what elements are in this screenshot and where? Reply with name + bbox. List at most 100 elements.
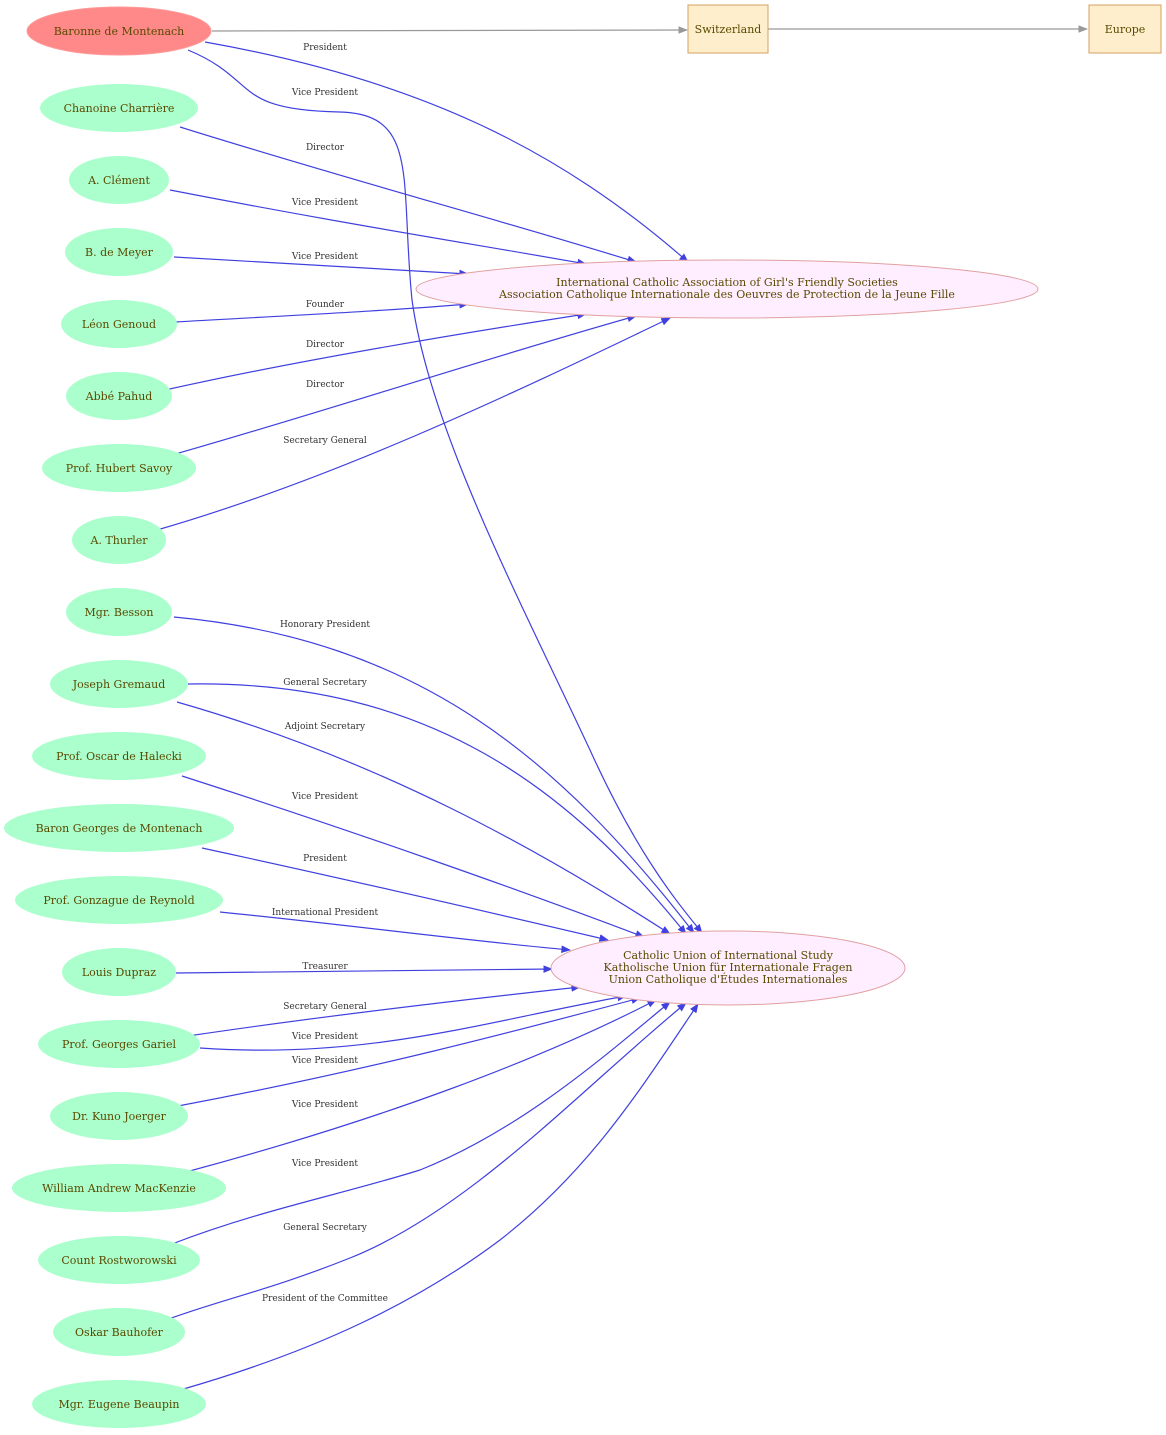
org-label-line: Katholische Union für Internationale Fra… [604, 961, 853, 974]
edge-label: Vice President [291, 1159, 359, 1169]
edge-label: Adjoint Secretary [284, 722, 366, 732]
edge-label: Treasurer [302, 962, 348, 972]
edge-label: Vice President [291, 88, 359, 98]
edge-label: Director [306, 380, 345, 390]
edge-joerger-vice-president [177, 996, 641, 1107]
person-label: B. de Meyer [85, 246, 154, 259]
person-label: Abbé Pahud [85, 390, 153, 403]
edge-dupraz-treasurer [175, 965, 553, 974]
person-label: Léon Genoud [82, 318, 156, 331]
edge-label: President [303, 43, 347, 53]
edge-thurler-secretary [156, 317, 671, 531]
edge-label: General Secretary [283, 1223, 367, 1233]
org-label-line: Association Catholique Internationale de… [498, 288, 955, 301]
edge-pahud-director [164, 311, 587, 391]
person-label: Joseph Gremaud [72, 678, 165, 691]
edge-gremaud-general-secretary [187, 683, 687, 935]
person-node[interactable]: William Andrew MacKenzie [12, 1164, 226, 1212]
person-node[interactable]: A. Thurler [72, 516, 166, 564]
edge-bauhofer-general-secretary [165, 1002, 687, 1321]
edge-mackenzie-vice-president [185, 999, 657, 1173]
org-label-line: Union Catholique d'Études Internationale… [609, 972, 848, 986]
edge-label: Vice President [291, 1032, 359, 1042]
edge-label: General Secretary [283, 678, 367, 688]
org-node-girls-friendly-societies[interactable]: International Catholic Association of Gi… [415, 259, 1039, 319]
person-node[interactable]: B. de Meyer [65, 228, 173, 276]
person-label: A. Clément [87, 174, 150, 187]
person-node[interactable]: Léon Genoud [61, 300, 177, 348]
place-label: Europe [1105, 23, 1146, 36]
org-node-catholic-union[interactable]: Catholic Union of International Study Ka… [550, 930, 906, 1006]
person-label: William Andrew MacKenzie [42, 1182, 196, 1195]
edge-charriere-director [179, 126, 637, 264]
edge-label: President [303, 854, 347, 864]
edge-labels: President Vice President Director Vice P… [262, 43, 388, 1304]
edges [156, 25, 1088, 1391]
edge-label: Vice President [291, 1056, 359, 1066]
org-label-line: International Catholic Association of Gi… [556, 276, 898, 289]
person-node[interactable]: Mgr. Besson [66, 588, 172, 636]
edge-clement-vice-president [169, 189, 587, 267]
person-label: Louis Dupraz [82, 966, 156, 979]
edge-label: Vice President [291, 792, 359, 802]
person-label: Prof. Georges Gariel [62, 1038, 176, 1051]
person-node[interactable]: Prof. Hubert Savoy [42, 444, 196, 492]
person-node[interactable]: Oskar Bauhofer [53, 1308, 185, 1356]
place-label: Switzerland [695, 23, 762, 36]
person-label: Mgr. Besson [85, 606, 154, 619]
person-node[interactable]: Dr. Kuno Joerger [50, 1092, 188, 1140]
person-label: Oskar Bauhofer [75, 1326, 164, 1339]
edge-baronne-vice-president [187, 49, 703, 934]
org-label-line: Catholic Union of International Study [623, 949, 834, 962]
edge-beaupin-president-committee [179, 1003, 699, 1391]
edge-genoud-founder [174, 300, 469, 323]
person-label: Chanoine Charrière [64, 102, 175, 115]
edge-located-in-switzerland [211, 26, 688, 34]
person-node[interactable]: Chanoine Charrière [40, 84, 198, 132]
person-node[interactable]: Prof. Oscar de Halecki [32, 732, 206, 780]
edge-savoy-director [171, 314, 637, 456]
person-node[interactable]: Abbé Pahud [66, 372, 172, 420]
person-label: Prof. Oscar de Halecki [56, 750, 182, 763]
edge-besson-honorary [173, 616, 695, 934]
person-node[interactable]: Mgr. Eugene Beaupin [32, 1380, 206, 1428]
person-node[interactable]: A. Clément [69, 156, 169, 204]
person-label: Mgr. Eugene Beaupin [59, 1398, 180, 1411]
place-node-switzerland[interactable]: Switzerland [687, 4, 769, 54]
edge-label: Director [306, 143, 345, 153]
edge-baronne-president [204, 41, 689, 263]
person-node[interactable]: Prof. Gonzague de Reynold [15, 876, 223, 924]
edge-label: Director [306, 340, 345, 350]
person-node[interactable]: Count Rostworowski [38, 1236, 200, 1284]
person-label: A. Thurler [90, 534, 149, 547]
edge-gariel-secretary [187, 984, 581, 1037]
edge-label: Secretary General [283, 436, 367, 446]
edge-halecki-vice-president [181, 775, 645, 938]
person-label: Baron Georges de Montenach [36, 822, 203, 835]
place-node-europe[interactable]: Europe [1088, 4, 1162, 54]
edge-label: Vice President [291, 252, 359, 262]
edge-meyer-vice-president [173, 256, 469, 278]
edge-label: Secretary General [283, 1002, 367, 1012]
edge-label: President of the Committee [262, 1294, 388, 1304]
person-label: Baronne de Montenach [54, 25, 185, 38]
person-label: Count Rostworowski [61, 1254, 177, 1267]
edge-baron-president [201, 847, 609, 942]
edge-reynold-international [219, 911, 571, 954]
person-node[interactable]: Prof. Georges Gariel [38, 1020, 200, 1068]
person-node[interactable]: Joseph Gremaud [50, 660, 188, 708]
edge-label: Vice President [291, 198, 359, 208]
person-label: Prof. Hubert Savoy [66, 462, 173, 475]
edge-gariel-vice-president [199, 993, 627, 1051]
edge-label: International President [272, 908, 379, 918]
edge-rostworowski-vice-president [171, 1001, 671, 1245]
edge-label: Founder [306, 300, 345, 310]
person-node[interactable]: Baron Georges de Montenach [4, 804, 234, 852]
person-node-root[interactable]: Baronne de Montenach [26, 6, 212, 56]
person-node[interactable]: Louis Dupraz [62, 948, 176, 996]
person-label: Prof. Gonzague de Reynold [43, 894, 194, 907]
edge-gremaud-adjoint [176, 701, 671, 935]
edge-label: Vice President [291, 1100, 359, 1110]
person-label: Dr. Kuno Joerger [72, 1110, 166, 1123]
